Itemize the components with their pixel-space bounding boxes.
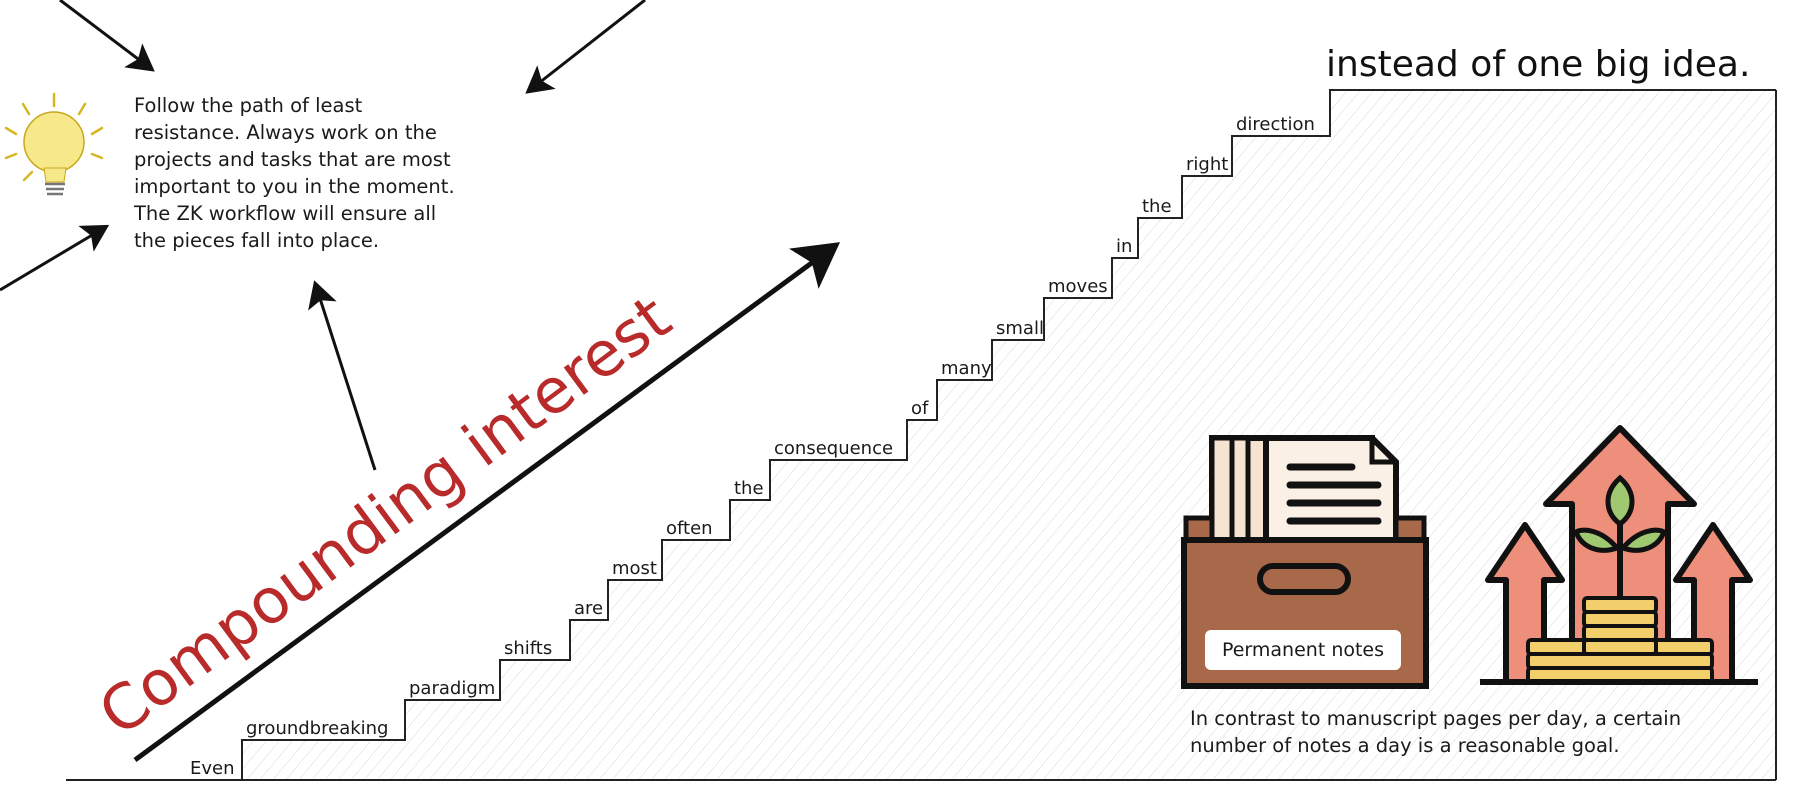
step-label: moves xyxy=(1048,276,1108,297)
tip-text: Follow the path of least resistance. Alw… xyxy=(134,92,524,254)
step-label: Even xyxy=(190,758,235,779)
step-label: of xyxy=(911,398,929,419)
step-label: in xyxy=(1116,236,1132,257)
tip-line: important to you in the moment. xyxy=(134,175,455,198)
step-label: right xyxy=(1186,154,1228,175)
step-label: direction xyxy=(1236,114,1315,135)
step-label: most xyxy=(612,558,657,579)
arrow-up-to-tip xyxy=(308,280,377,471)
caption-line: number of notes a day is a reasonable go… xyxy=(1190,734,1620,757)
tip-line: the pieces fall into place. xyxy=(134,229,380,252)
tip-line: projects and tasks that are most xyxy=(134,148,451,171)
step-label: small xyxy=(996,318,1044,339)
arrow-top-center xyxy=(525,0,646,94)
step-label: are xyxy=(574,598,603,619)
step-label: groundbreaking xyxy=(246,718,388,739)
arrow-top-left xyxy=(59,0,155,72)
tip-line: resistance. Always work on the xyxy=(134,121,437,144)
step-label: the xyxy=(734,478,764,499)
caption: In contrast to manuscript pages per day,… xyxy=(1190,705,1770,759)
step-label: often xyxy=(666,518,713,539)
step-label: paradigm xyxy=(409,678,495,699)
step-label: consequence xyxy=(774,438,893,459)
headline: instead of one big idea. xyxy=(1326,44,1751,85)
tip-line: Follow the path of least xyxy=(134,94,363,117)
tip-line: The ZK workflow will ensure all xyxy=(134,202,437,225)
staircase-outline xyxy=(66,89,1776,781)
arrow-left-bulb xyxy=(0,224,110,292)
permanent-notes-label: Permanent notes xyxy=(1205,630,1401,670)
step-label: the xyxy=(1142,196,1172,217)
step-labels: Evengroundbreakingparadigmshiftsaremosto… xyxy=(190,114,1315,779)
growth-arrows-coins-icon xyxy=(1480,425,1758,685)
arrow-compounding xyxy=(133,242,841,763)
caption-line: In contrast to manuscript pages per day,… xyxy=(1190,707,1682,730)
step-label: many xyxy=(941,358,992,379)
step-label: shifts xyxy=(504,638,552,659)
lightbulb-icon xyxy=(4,92,104,196)
